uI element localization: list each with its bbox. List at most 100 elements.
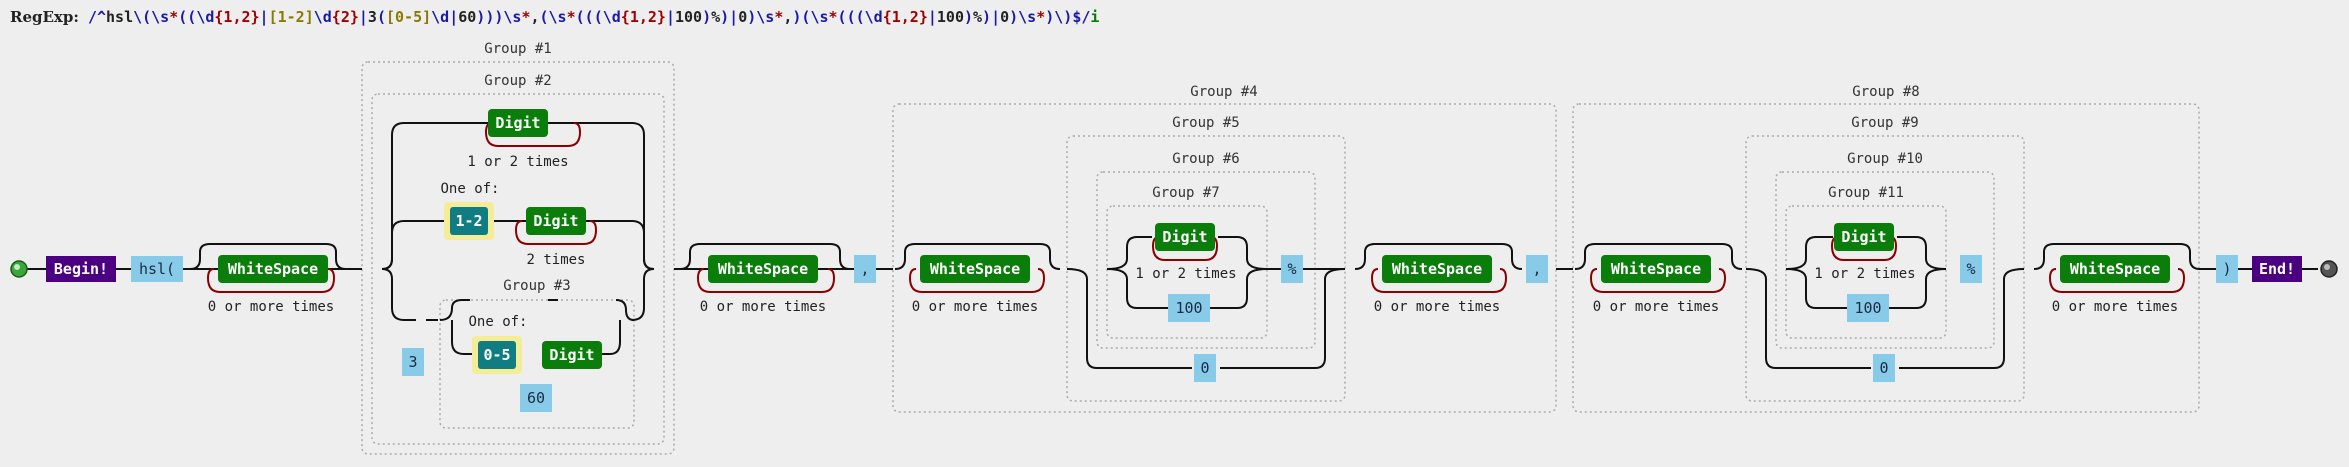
digit-node-g3	[542, 341, 602, 369]
wire-g11-top	[1785, 236, 1947, 270]
whitespace-node-2-label: WhiteSpace	[718, 260, 808, 278]
begin-node-label: Begin!	[54, 260, 108, 278]
literal-100-node-2	[1847, 294, 1889, 322]
whitespace-node-1	[218, 255, 328, 283]
digit-top-quantifier: 1 or 2 times	[467, 154, 568, 170]
literal-3-label: 3	[408, 353, 417, 371]
group-1-box	[361, 61, 675, 455]
percent-literal-2-label: %	[1966, 260, 1975, 278]
group-2-box	[371, 93, 665, 445]
wire-g3-branch-bottom	[451, 320, 621, 355]
wire-g2-branch-mid	[381, 220, 655, 270]
group-4-label: Group #4	[1190, 84, 1257, 100]
start-circle-highlight	[14, 264, 20, 270]
digit-node-mid-label: Digit	[533, 212, 578, 230]
group-11-box	[1785, 205, 1947, 339]
literal-100-label-2: 100	[1854, 299, 1881, 317]
comma-literal-1	[854, 255, 876, 283]
wire-g7-bottom	[1106, 268, 1268, 309]
literal-0-node-2	[1873, 354, 1895, 382]
group-7-label: Group #7	[1152, 185, 1219, 201]
wire-ws1-skip	[189, 243, 347, 270]
regex-header: RegExp: /^hsl\(\s*((\d{1,2}|[1-2]\d{2}|3…	[10, 8, 1099, 26]
whitespace-6-quantifier: 0 or more times	[2052, 299, 2178, 315]
regex-pattern: /^hsl\(\s*((\d{1,2}|[1-2]\d{2}|3([0-5]\d…	[87, 8, 1100, 26]
loop-ws5	[1589, 268, 1727, 293]
whitespace-5-quantifier: 0 or more times	[1593, 299, 1719, 315]
digit-node-g7	[1155, 223, 1215, 251]
digit-node-g11-label: Digit	[1841, 228, 1886, 246]
loop-ws4	[1370, 268, 1508, 293]
group-8-label: Group #8	[1852, 84, 1919, 100]
literal-60-node	[520, 384, 552, 412]
group-boxes	[361, 61, 2200, 455]
whitespace-node-3	[920, 255, 1030, 283]
loop-digit-g7	[1151, 236, 1219, 261]
whitespace-node-6-label: WhiteSpace	[2070, 260, 2160, 278]
group-2-label: Group #2	[484, 73, 551, 89]
whitespace-node-1-label: WhiteSpace	[228, 260, 318, 278]
whitespace-node-5	[1601, 255, 1711, 283]
wire-g11-bottom	[1785, 268, 1947, 309]
loop-ws1	[206, 268, 336, 293]
wire-g3-branch-top	[439, 299, 635, 321]
group-10-box	[1775, 171, 1995, 349]
range-0-5-label: 0-5	[483, 346, 510, 364]
wire-ws2-skip	[679, 243, 851, 270]
whitespace-node-2	[708, 255, 818, 283]
one-of-label-1: One of:	[440, 181, 499, 197]
group-3-label: Group #3	[503, 278, 570, 294]
range-0-5-node	[478, 341, 516, 369]
whitespace-node-6	[2060, 255, 2170, 283]
wire-g2-branch-bottom	[381, 268, 655, 321]
end-node	[2252, 256, 2302, 282]
comma-literal-2	[1526, 255, 1548, 283]
begin-node	[46, 256, 116, 282]
repeat-loops	[206, 122, 2186, 293]
percent-literal-1	[1281, 255, 1303, 283]
end-circle-highlight	[2324, 264, 2330, 270]
one-of-label-2: One of:	[468, 314, 527, 330]
group-1-label: Group #1	[484, 41, 551, 57]
comma-literal-1-label: ,	[860, 260, 869, 278]
wire-g7-top	[1106, 236, 1268, 270]
whitespace-1-quantifier: 0 or more times	[208, 299, 334, 315]
wire-g9-skip	[1745, 268, 2025, 369]
whitespace-node-4-label: WhiteSpace	[1392, 260, 1482, 278]
range-1-2-node	[450, 207, 488, 235]
literal-3-node	[402, 348, 424, 376]
loop-digit-g11	[1830, 236, 1898, 261]
group-10-label: Group #10	[1847, 151, 1923, 167]
comma-literal-2-label: ,	[1532, 260, 1541, 278]
loop-digit-mid	[514, 220, 598, 245]
literal-0-node-1	[1194, 354, 1216, 382]
digit-node-top	[488, 109, 548, 137]
literal-0-label-2: 0	[1879, 359, 1888, 377]
end-node-label: End!	[2259, 260, 2295, 278]
wire-ws3-skip	[894, 243, 1061, 270]
group-3-box	[439, 299, 635, 429]
digit-node-top-label: Digit	[495, 114, 540, 132]
group-6-label: Group #6	[1172, 151, 1239, 167]
digit-g7-quantifier: 1 or 2 times	[1135, 266, 1236, 282]
whitespace-node-4	[1382, 255, 1492, 283]
hsl-literal-label: hsl(	[139, 260, 175, 278]
literal-100-node-1	[1168, 294, 1210, 322]
digit-node-g7-label: Digit	[1162, 228, 1207, 246]
whitespace-3-quantifier: 0 or more times	[912, 299, 1038, 315]
literal-60-label: 60	[527, 389, 545, 407]
literal-0-label-1: 0	[1200, 359, 1209, 377]
digit-mid-quantifier: 2 times	[526, 252, 585, 268]
group-8-box	[1572, 103, 2200, 413]
group-4-box	[892, 103, 1557, 413]
digit-node-g3-label: Digit	[549, 346, 594, 364]
whitespace-node-3-label: WhiteSpace	[930, 260, 1020, 278]
wire-g2-branch-top	[381, 122, 655, 270]
loop-digit-top	[484, 122, 582, 147]
literal-100-label-1: 100	[1175, 299, 1202, 317]
regex-label: RegExp:	[10, 8, 79, 26]
loop-ws6	[2048, 268, 2186, 293]
group-labels: Group #1 Group #2 Group #3 Group #4 Grou…	[484, 41, 1923, 294]
digit-node-g11	[1834, 223, 1894, 251]
